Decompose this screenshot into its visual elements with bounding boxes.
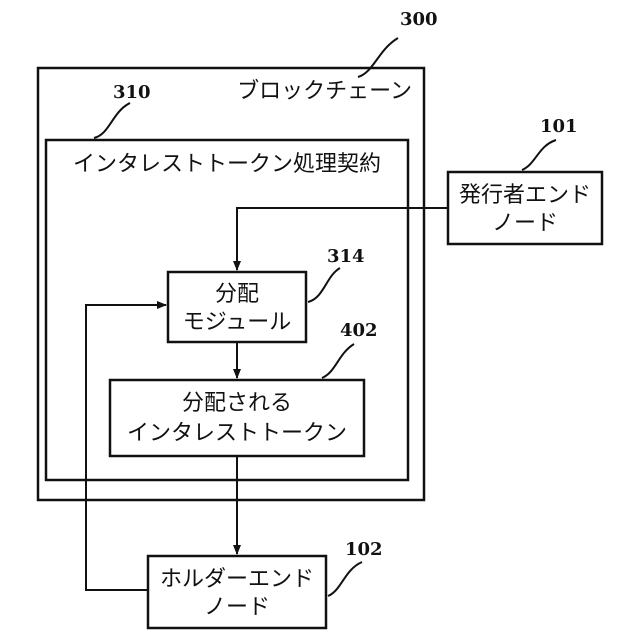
distributed-token-line1: 分配される <box>182 391 292 416</box>
distribution-module-line1: 分配 <box>215 282 259 307</box>
distribution-module-ref: 314 <box>327 246 365 267</box>
distribution-module-line2: モジュール <box>183 310 291 335</box>
holder-node-line1: ホルダーエンド <box>160 567 314 592</box>
distributed-token-ref: 402 <box>340 320 378 341</box>
issuer-node-leader-line <box>522 140 556 170</box>
distributed-token-line2: インタレストトークン <box>127 421 347 446</box>
holder-node-line2: ノード <box>204 595 270 620</box>
contract-label: インタレストトークン処理契約 <box>73 152 381 177</box>
blockchain-ref: 300 <box>400 9 438 30</box>
issuer-node-line1: 発行者エンド <box>459 183 591 208</box>
blockchain-label: ブロックチェーン <box>237 79 412 104</box>
contract-ref: 310 <box>113 82 151 103</box>
holder-node-ref: 102 <box>345 539 383 560</box>
holder-node-leader-line <box>328 562 362 596</box>
issuer-node-ref: 101 <box>540 116 578 137</box>
issuer-node-line2: ノード <box>492 211 558 236</box>
